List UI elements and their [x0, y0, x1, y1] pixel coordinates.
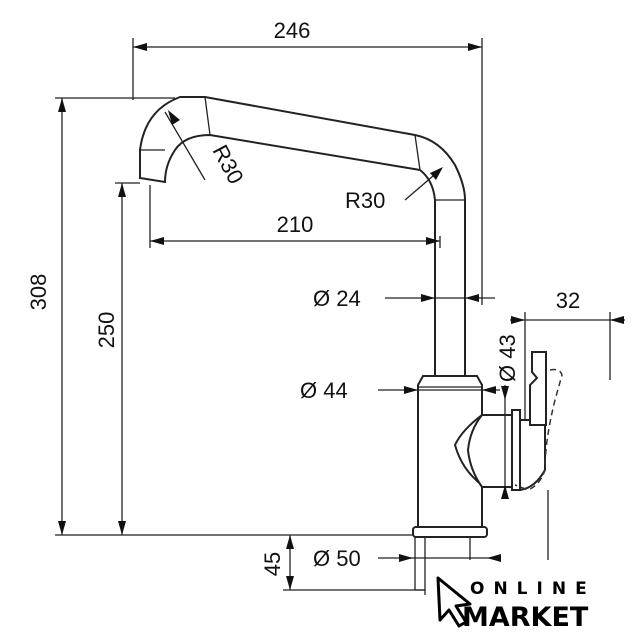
dim-spout-height: 250	[94, 312, 119, 349]
dim-radius-bend: R30	[345, 188, 385, 213]
dim-spout-reach: 210	[277, 212, 314, 237]
dim-lever-diameter: Ø 43	[495, 334, 520, 382]
online-market-logo: ONLINE MARKET	[432, 572, 637, 640]
dimension-lines	[58, 43, 625, 590]
dim-base-height: 45	[260, 552, 285, 576]
cursor-icon	[436, 576, 472, 628]
dim-lever-travel: 32	[556, 288, 580, 313]
dim-radius-spout: R30	[208, 141, 249, 188]
extension-lines	[55, 38, 611, 591]
logo-line2: MARKET	[462, 602, 589, 633]
dim-tube-diameter: Ø 24	[313, 286, 361, 311]
dim-overall-height: 308	[26, 274, 51, 311]
logo-line1: ONLINE	[470, 579, 596, 599]
dim-body-diameter: Ø 44	[300, 378, 348, 403]
dim-overall-width: 246	[274, 18, 311, 43]
dim-base-diameter: Ø 50	[313, 546, 361, 571]
